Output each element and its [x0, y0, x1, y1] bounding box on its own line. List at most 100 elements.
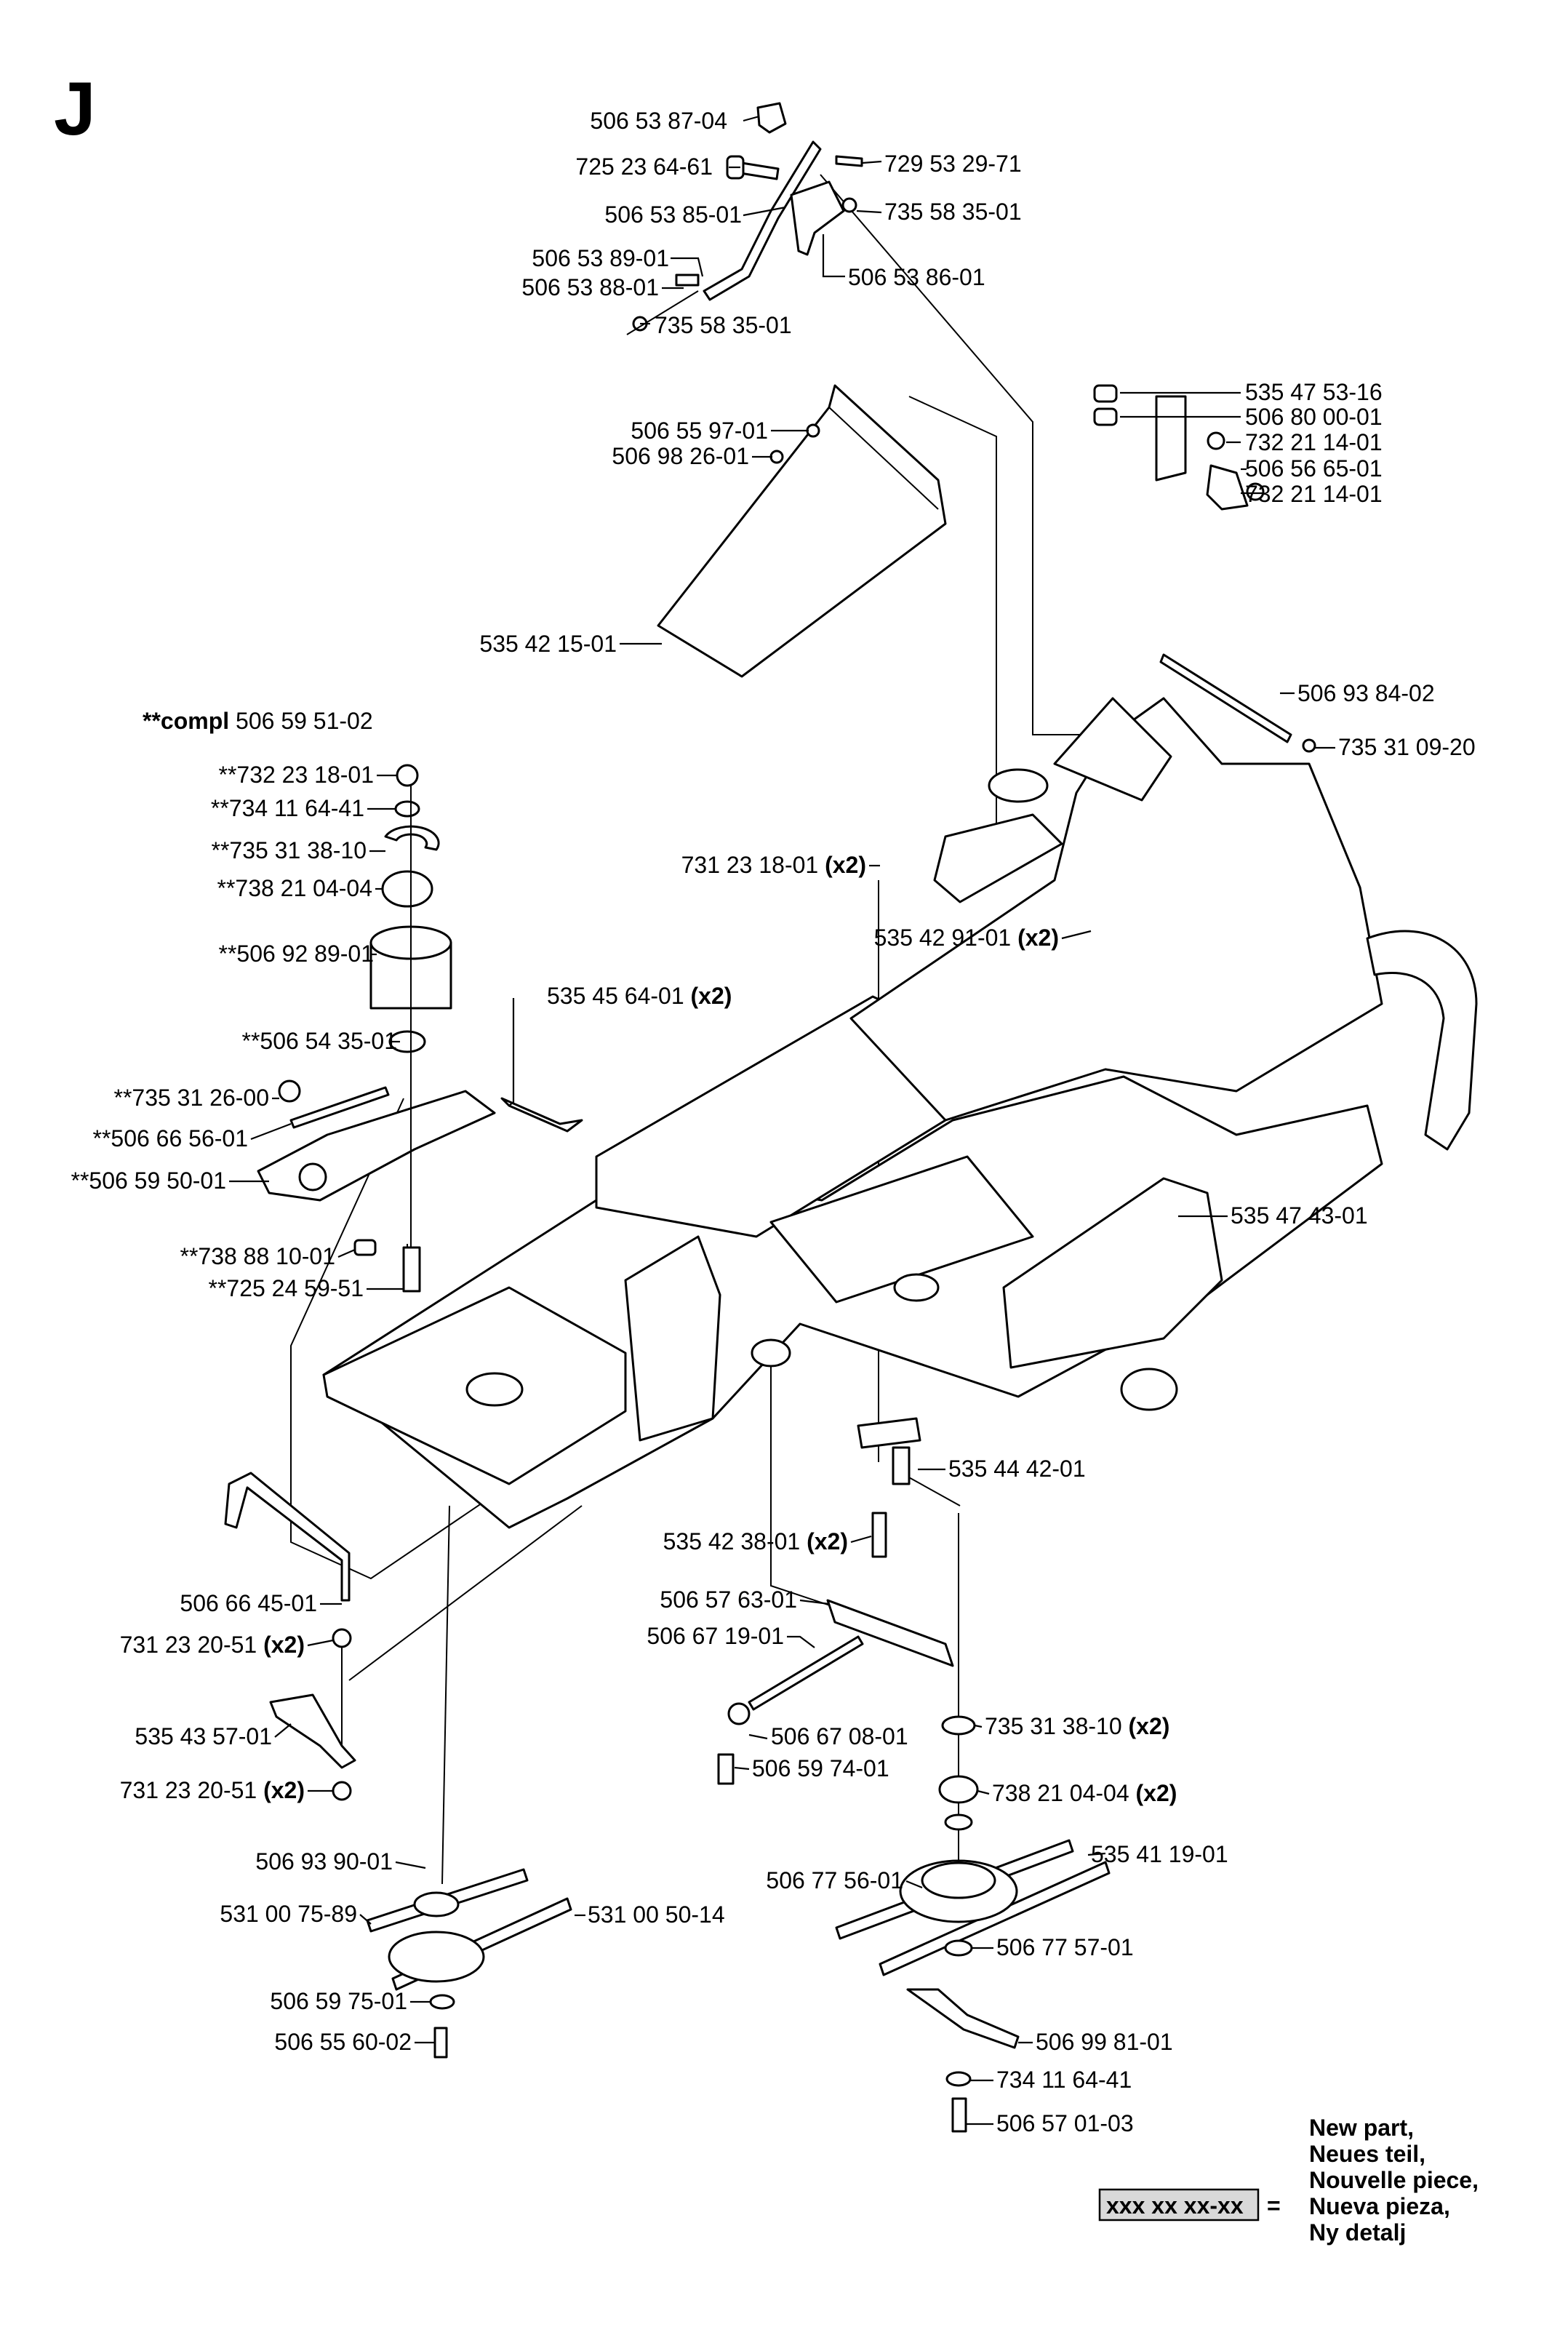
legend-code-box	[1098, 2188, 1260, 2222]
pedal-pin-line	[626, 290, 699, 335]
mount-routing-line	[908, 396, 997, 847]
pedal-pin	[675, 274, 700, 287]
part-label: 535 47 43-01	[1231, 1202, 1368, 1229]
pedal-bolt	[739, 161, 780, 180]
part-label: 729 53 29-71	[884, 151, 1022, 177]
bracket-link-line	[770, 1338, 837, 1608]
belt-guide-post	[892, 1446, 911, 1485]
part-label: 506 77 56-01	[766, 1867, 903, 1893]
part-label: **506 59 50-01	[71, 1167, 226, 1194]
legend-line-5: Ny detalj	[1309, 2219, 1406, 2246]
tension-rod	[224, 1472, 351, 1602]
part-label: 535 41 19-01	[1091, 1841, 1228, 1867]
part-labels: 506 53 87-04 725 23 64-61 729 53 29-71 5…	[71, 108, 1475, 2136]
frame-hole-2	[751, 1338, 791, 1368]
pedal-washer	[841, 197, 857, 213]
part-label: 535 42 91-01 (x2)	[874, 925, 1059, 951]
frame-axle-boss	[1120, 1368, 1178, 1411]
tension-rod-nut	[332, 1628, 352, 1648]
part-label: 535 43 57-01	[135, 1723, 272, 1749]
shield-fold	[828, 407, 939, 510]
tensioner-routing-line	[290, 1098, 575, 1580]
compl-idler-arm	[257, 1090, 496, 1202]
left-pulley	[388, 1931, 485, 1983]
bearing-stack	[938, 1775, 979, 1804]
part-label: 506 53 88-01	[521, 274, 659, 300]
drive-pulley-right-hub	[921, 1861, 996, 1899]
shield-screw	[769, 450, 784, 464]
frame-cross-tube	[769, 1155, 1034, 1304]
part-label: **725 24 59-51	[208, 1275, 364, 1301]
belt-keeper	[906, 1988, 1020, 2049]
compl-washer	[394, 800, 420, 818]
part-label: **506 66 56-01	[92, 1125, 248, 1151]
part-label: **735 31 38-10	[211, 837, 367, 863]
mount-nut-2	[1246, 482, 1265, 501]
new-part-legend: xxx xx xx-xx = New part, Neues teil, Nou…	[1098, 2115, 1479, 2246]
frame-hole-3	[465, 1372, 524, 1407]
mount-nut-1	[1207, 431, 1225, 450]
main-frame-front-plate	[624, 1235, 721, 1442]
part-label: 506 53 89-01	[532, 245, 669, 271]
pedal-screw	[835, 155, 863, 167]
belt-guide	[857, 1417, 921, 1449]
part-label: 731 23 20-51 (x2)	[120, 1632, 305, 1658]
circlip-stack	[941, 1715, 976, 1736]
part-label: 506 53 85-01	[604, 201, 742, 228]
part-label: 506 55 97-01	[631, 418, 768, 444]
part-label: 735 58 35-01	[655, 312, 792, 338]
compl-bearing	[381, 870, 433, 908]
compl-grease-fitting	[353, 1239, 377, 1256]
frame-hole-1	[893, 1273, 940, 1302]
rod-clip	[1302, 738, 1316, 753]
main-frame-side	[849, 697, 1383, 1122]
bumper-bar	[1366, 930, 1478, 1151]
frame-tube-top	[988, 768, 1049, 803]
part-label: 731 23 18-01 (x2)	[681, 852, 866, 878]
part-label: 506 55 60-02	[274, 2029, 412, 2055]
part-label: 506 56 65-01	[1245, 455, 1383, 482]
part-label: 506 98 26-01	[612, 443, 749, 469]
part-label: 732 21 14-01	[1245, 429, 1383, 455]
left-pulley-bolt	[433, 2027, 448, 2059]
part-label: 735 58 35-01	[884, 199, 1022, 225]
part-label: 506 67 08-01	[771, 1723, 908, 1749]
main-frame-tower	[1053, 697, 1172, 802]
rod-line	[348, 1505, 583, 1681]
drive-belt-right-2	[879, 1861, 1111, 1976]
part-label: 506 99 81-01	[1036, 2029, 1173, 2055]
part-label: 506 77 57-01	[996, 1934, 1134, 1960]
legend-equals: =	[1267, 2192, 1281, 2219]
compl-spring-hook	[278, 1079, 301, 1103]
legend-line-1: New part,	[1309, 2115, 1414, 2141]
pedal-rod	[703, 140, 822, 301]
part-label: 731 23 20-51 (x2)	[120, 1777, 305, 1803]
pedal-cap	[756, 102, 787, 134]
part-label: 535 44 42-01	[948, 1456, 1086, 1482]
part-label: 506 59 75-01	[270, 1988, 407, 2014]
pulley-washer	[944, 1939, 973, 1957]
frame-tube-bend	[933, 813, 1063, 903]
part-label: **734 11 64-41	[211, 795, 364, 821]
spring-eye	[727, 1702, 751, 1725]
guide-bolt	[871, 1512, 887, 1558]
left-pulley-hub	[413, 1891, 460, 1917]
part-label: 506 93 90-01	[255, 1848, 393, 1875]
spacer-stack	[944, 1813, 973, 1831]
part-label: 506 53 87-04	[590, 108, 727, 134]
drawing	[224, 102, 1478, 2133]
left-pulley-washer	[429, 1994, 455, 2010]
compl-nut	[396, 764, 419, 787]
part-label: 506 66 45-01	[180, 1590, 317, 1616]
part-label: 535 45 64-01 (x2)	[547, 983, 732, 1009]
compl-spring	[289, 1086, 390, 1129]
part-label: 535 42 38-01 (x2)	[663, 1528, 848, 1554]
part-label: 506 57 63-01	[660, 1586, 797, 1613]
shield-washer	[806, 423, 820, 438]
part-label: **506 54 35-01	[241, 1028, 397, 1054]
part-label: **735 31 26-00	[113, 1085, 269, 1111]
part-label: **738 21 04-04	[217, 875, 372, 901]
guide-bracket	[500, 1097, 583, 1133]
part-label: **732 23 18-01	[218, 762, 374, 788]
